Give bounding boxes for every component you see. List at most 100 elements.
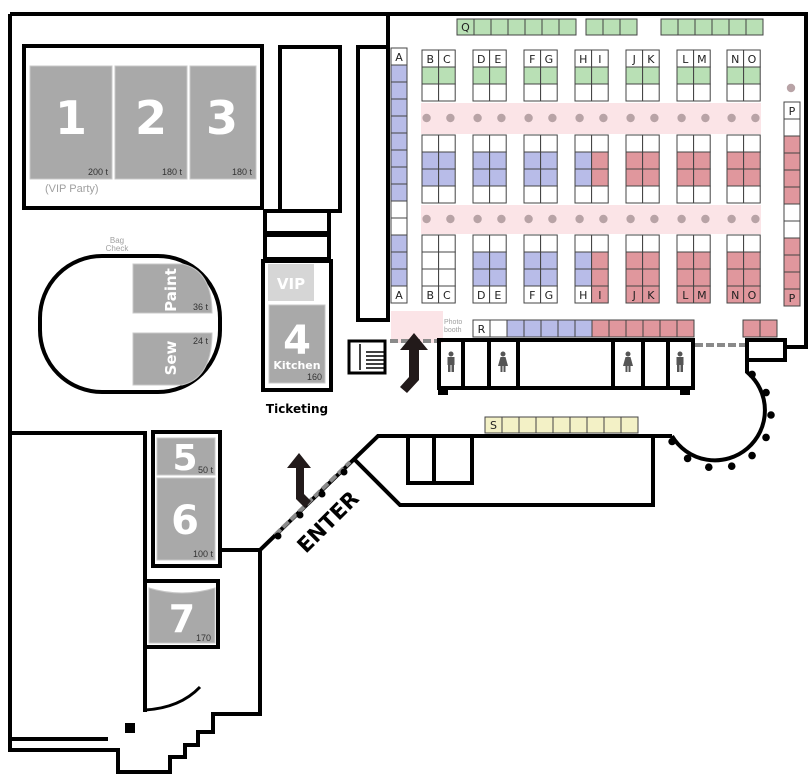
booth[interactable] xyxy=(743,66,761,85)
booth[interactable] xyxy=(489,151,507,170)
booth-label-cell[interactable]: A xyxy=(390,47,408,66)
booth-label-cell[interactable]: J xyxy=(625,49,644,68)
booth[interactable] xyxy=(783,220,801,239)
booth[interactable] xyxy=(540,134,558,153)
booth[interactable] xyxy=(540,251,558,270)
room-1[interactable]: 1 200 t xyxy=(29,65,113,180)
booth[interactable] xyxy=(421,268,440,287)
booth[interactable] xyxy=(390,149,408,168)
booth[interactable] xyxy=(676,234,695,253)
booth[interactable] xyxy=(472,185,491,204)
booth[interactable] xyxy=(421,151,440,170)
booth[interactable] xyxy=(625,134,644,153)
booth[interactable] xyxy=(726,168,745,187)
booth[interactable] xyxy=(642,151,660,170)
booth[interactable] xyxy=(619,18,638,36)
booth[interactable] xyxy=(743,151,761,170)
booth[interactable] xyxy=(743,168,761,187)
booth-label-cell[interactable]: O xyxy=(743,49,761,68)
booth[interactable] xyxy=(726,268,745,287)
mens-restroom-icon[interactable] xyxy=(676,351,684,373)
booth[interactable] xyxy=(728,18,747,36)
room-6[interactable]: 6 100 t xyxy=(156,477,216,561)
booth[interactable] xyxy=(625,251,644,270)
booth-label-cell[interactable]: B xyxy=(421,49,440,68)
booth[interactable] xyxy=(523,251,542,270)
booth[interactable] xyxy=(726,134,745,153)
booth[interactable] xyxy=(783,203,801,222)
booth[interactable] xyxy=(642,83,660,102)
booth-label-cell[interactable]: H xyxy=(574,285,593,304)
booth[interactable] xyxy=(676,66,695,85)
booth[interactable] xyxy=(390,166,408,185)
booth-label-cell[interactable]: E xyxy=(489,49,507,68)
booth[interactable] xyxy=(535,416,554,434)
booth-label-cell[interactable]: B xyxy=(421,285,440,304)
booth[interactable] xyxy=(625,319,644,338)
booth[interactable] xyxy=(743,251,761,270)
booth[interactable] xyxy=(489,268,507,287)
booth[interactable] xyxy=(693,66,711,85)
booth[interactable] xyxy=(591,151,609,170)
booth[interactable] xyxy=(473,18,492,36)
booth-label-cell[interactable]: I xyxy=(591,285,609,304)
booth[interactable] xyxy=(552,416,571,434)
booth[interactable] xyxy=(743,134,761,153)
booth[interactable] xyxy=(591,251,609,270)
booth-label-cell[interactable]: L xyxy=(676,49,695,68)
booth[interactable] xyxy=(390,217,408,236)
booth[interactable] xyxy=(557,319,576,338)
booth[interactable] xyxy=(472,83,491,102)
booth[interactable] xyxy=(421,185,440,204)
booth-label-cell[interactable]: R xyxy=(472,319,491,338)
booth-label-cell[interactable]: A xyxy=(390,285,408,304)
booth[interactable] xyxy=(591,66,609,85)
booth[interactable] xyxy=(472,251,491,270)
booth[interactable] xyxy=(506,319,525,338)
booth[interactable] xyxy=(507,18,526,36)
booth[interactable] xyxy=(438,234,456,253)
booth[interactable] xyxy=(660,18,679,36)
booth[interactable] xyxy=(540,268,558,287)
booth[interactable] xyxy=(726,151,745,170)
booth[interactable] xyxy=(783,186,801,205)
booth-label-cell[interactable]: G xyxy=(540,49,558,68)
booth[interactable] xyxy=(676,185,695,204)
booth[interactable] xyxy=(676,251,695,270)
booth[interactable] xyxy=(540,185,558,204)
booth[interactable] xyxy=(642,268,660,287)
booth[interactable] xyxy=(591,234,609,253)
booth[interactable] xyxy=(523,151,542,170)
booth[interactable] xyxy=(540,234,558,253)
booth[interactable] xyxy=(421,168,440,187)
booth[interactable] xyxy=(390,132,408,151)
booth-label-cell[interactable]: F xyxy=(523,49,542,68)
booth[interactable] xyxy=(743,185,761,204)
booth-label-cell[interactable]: D xyxy=(472,285,491,304)
booth[interactable] xyxy=(745,18,764,36)
booth[interactable] xyxy=(574,268,593,287)
booth[interactable] xyxy=(591,268,609,287)
booth[interactable] xyxy=(390,268,408,287)
booth[interactable] xyxy=(585,18,604,36)
booth[interactable] xyxy=(390,183,408,202)
booth[interactable] xyxy=(438,168,456,187)
booth-label-cell[interactable]: E xyxy=(489,285,507,304)
booth[interactable] xyxy=(625,66,644,85)
booth-label-cell[interactable]: L xyxy=(676,285,695,304)
booth[interactable] xyxy=(676,168,695,187)
booth[interactable] xyxy=(693,83,711,102)
booth[interactable] xyxy=(390,98,408,117)
room-4-kitchen[interactable]: 4 Kitchen 160 xyxy=(268,304,326,384)
booth[interactable] xyxy=(490,18,509,36)
booth[interactable] xyxy=(642,168,660,187)
booth-label-cell[interactable]: K xyxy=(642,49,660,68)
booth[interactable] xyxy=(625,151,644,170)
booth[interactable] xyxy=(676,83,695,102)
booth[interactable] xyxy=(676,134,695,153)
booth[interactable] xyxy=(726,83,745,102)
booth[interactable] xyxy=(421,66,440,85)
booth[interactable] xyxy=(390,64,408,83)
booth[interactable] xyxy=(524,18,543,36)
booth[interactable] xyxy=(625,83,644,102)
